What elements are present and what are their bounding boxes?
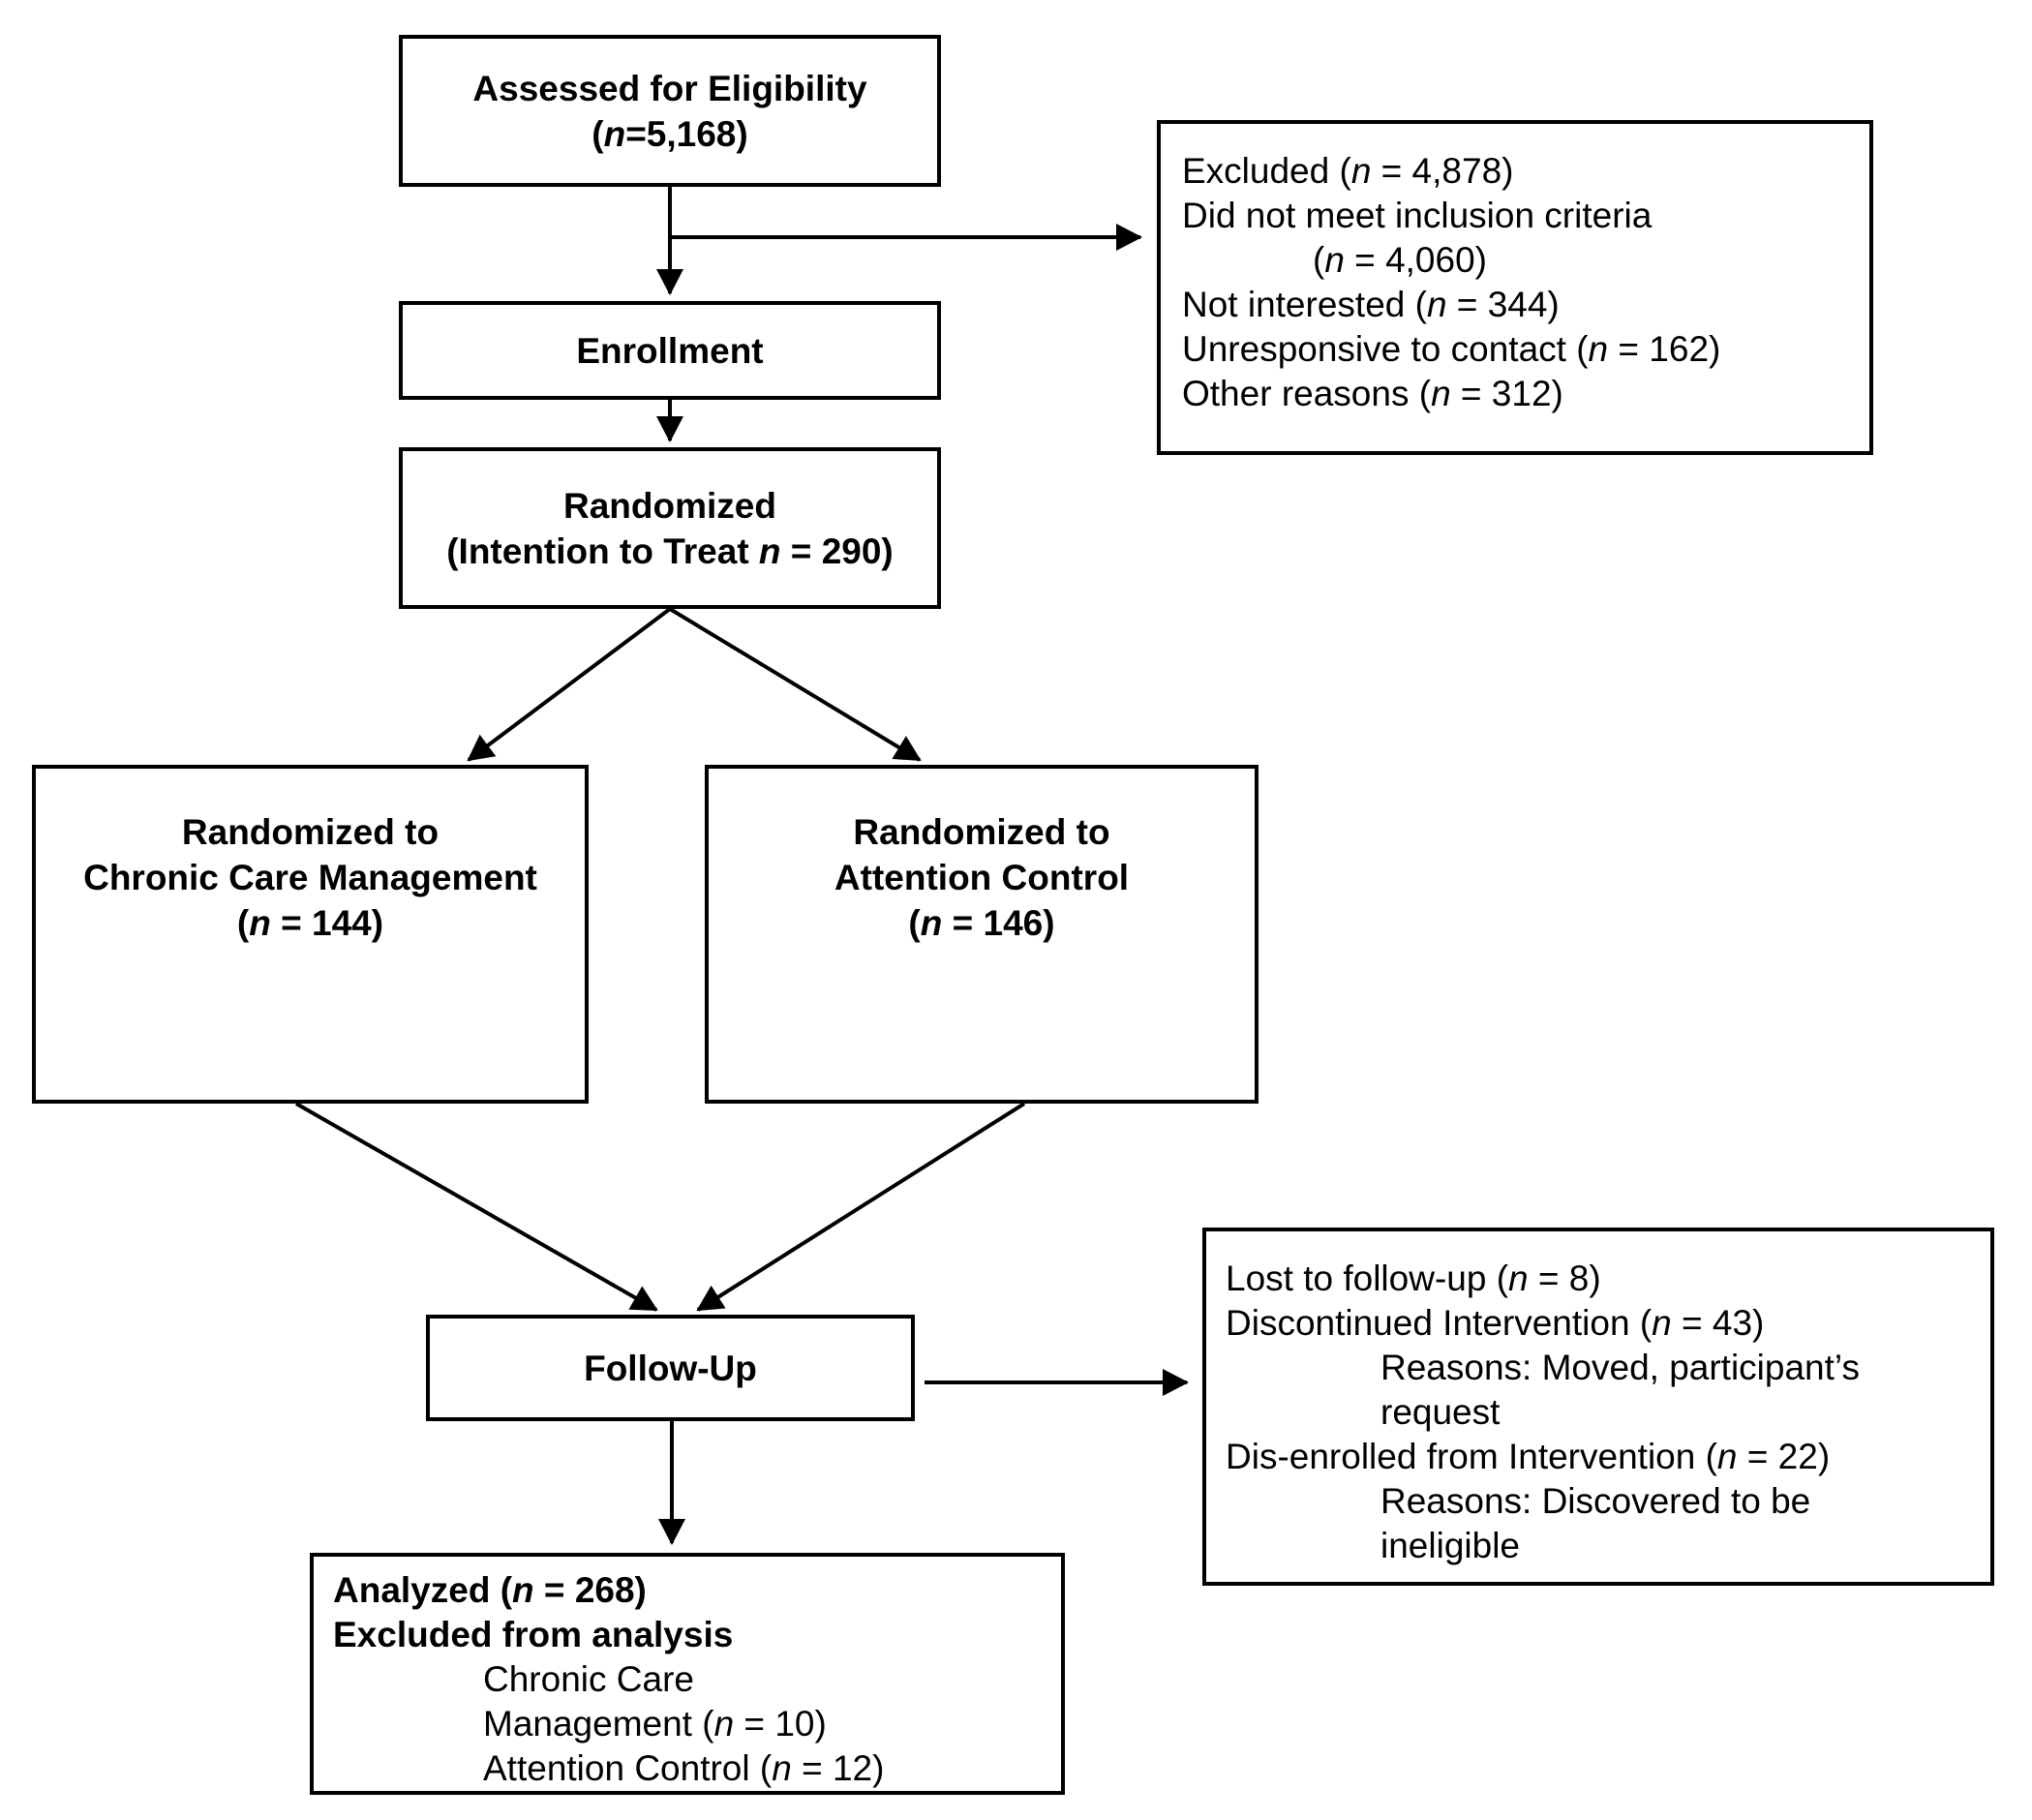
assessed-line-1: Assessed for Eligibility xyxy=(472,68,867,108)
excluded-line-6: Other reasons (n = 312) xyxy=(1182,374,1563,413)
excluded-line-1: Excluded (n = 4,878) xyxy=(1182,151,1514,191)
box-enrollment: Enrollment xyxy=(399,301,941,400)
lost-line-3: Reasons: Moved, participant’s xyxy=(1380,1348,1860,1387)
box-analyzed: Analyzed (n = 268) Excluded from analysi… xyxy=(310,1553,1065,1795)
box-followup: Follow-Up xyxy=(426,1315,915,1421)
randomized-line-2: (Intention to Treat n = 290) xyxy=(446,531,894,571)
italic-n: n xyxy=(1350,151,1372,191)
box-randomized: Randomized (Intention to Treat n = 290) xyxy=(399,447,941,609)
italic-n: n xyxy=(1324,240,1345,280)
box-excluded: Excluded (n = 4,878) Did not meet inclus… xyxy=(1157,120,1873,455)
excluded-line-4: Not interested (n = 344) xyxy=(1182,285,1560,324)
arrow-attention-control-to-followup xyxy=(696,1102,1026,1312)
analyzed-line-3: Chronic Care xyxy=(483,1659,694,1699)
box-assessed-for-eligibility: Assessed for Eligibility (n=5,168) xyxy=(399,35,941,187)
italic-n: n xyxy=(1716,1437,1738,1476)
lost-line-7: ineligible xyxy=(1380,1526,1520,1565)
randomized-line-1: Randomized xyxy=(563,485,776,526)
analyzed-line-2: Excluded from analysis xyxy=(333,1615,734,1654)
box-attention-control: Randomized to Attention Control (n = 146… xyxy=(705,765,1259,1104)
excluded-line-5: Unresponsive to contact (n = 162) xyxy=(1182,329,1721,369)
lost-line-2: Discontinued Intervention (n = 43) xyxy=(1226,1303,1765,1343)
chronic-care-line-1: Randomized to xyxy=(181,812,440,852)
attention-control-line-3: (n = 146) xyxy=(908,903,1055,943)
italic-n: n xyxy=(249,903,271,943)
enrollment-line-1: Enrollment xyxy=(576,330,764,371)
excluded-line-3: (n = 4,060) xyxy=(1313,240,1487,280)
analyzed-line-4: Management (n = 10) xyxy=(483,1704,827,1744)
analyzed-line-1: Analyzed (n = 268) xyxy=(333,1570,647,1610)
italic-n: n xyxy=(1652,1303,1672,1343)
italic-n: n xyxy=(1588,329,1609,369)
lost-line-6: Reasons: Discovered to be xyxy=(1380,1481,1811,1521)
excluded-line-2: Did not meet inclusion criteria xyxy=(1182,196,1653,235)
italic-n: n xyxy=(772,1748,792,1788)
italic-n: n xyxy=(1431,374,1451,413)
box-lost-to-followup: Lost to follow-up (n = 8) Discontinued I… xyxy=(1202,1228,1994,1586)
arrow-randomized-to-chronic-care xyxy=(467,607,672,762)
attention-control-line-1: Randomized to xyxy=(853,812,1110,852)
lost-line-1: Lost to follow-up (n = 8) xyxy=(1226,1259,1601,1298)
italic-n: n xyxy=(713,1704,735,1744)
arrow-chronic-care-to-followup xyxy=(295,1102,658,1312)
chronic-care-line-2: Chronic Care Management xyxy=(83,858,537,897)
assessed-line-2: (n=5,168) xyxy=(591,113,748,154)
analyzed-line-5: Attention Control (n = 12) xyxy=(483,1748,885,1788)
italic-n: n xyxy=(920,903,943,943)
italic-n: n xyxy=(512,1570,534,1610)
attention-control-line-2: Attention Control xyxy=(834,858,1130,897)
lost-line-4: request xyxy=(1380,1392,1501,1432)
italic-n: n xyxy=(603,113,626,154)
box-chronic-care-management: Randomized to Chronic Care Management (n… xyxy=(32,765,589,1104)
followup-line-1: Follow-Up xyxy=(584,1348,757,1388)
italic-n: n xyxy=(1508,1259,1529,1298)
arrow-randomized-to-attention-control xyxy=(668,607,922,762)
italic-n: n xyxy=(758,531,781,571)
lost-line-5: Dis-enrolled from Intervention (n = 22) xyxy=(1226,1437,1831,1476)
chronic-care-line-3: (n = 144) xyxy=(236,903,384,943)
italic-n: n xyxy=(1426,285,1447,324)
